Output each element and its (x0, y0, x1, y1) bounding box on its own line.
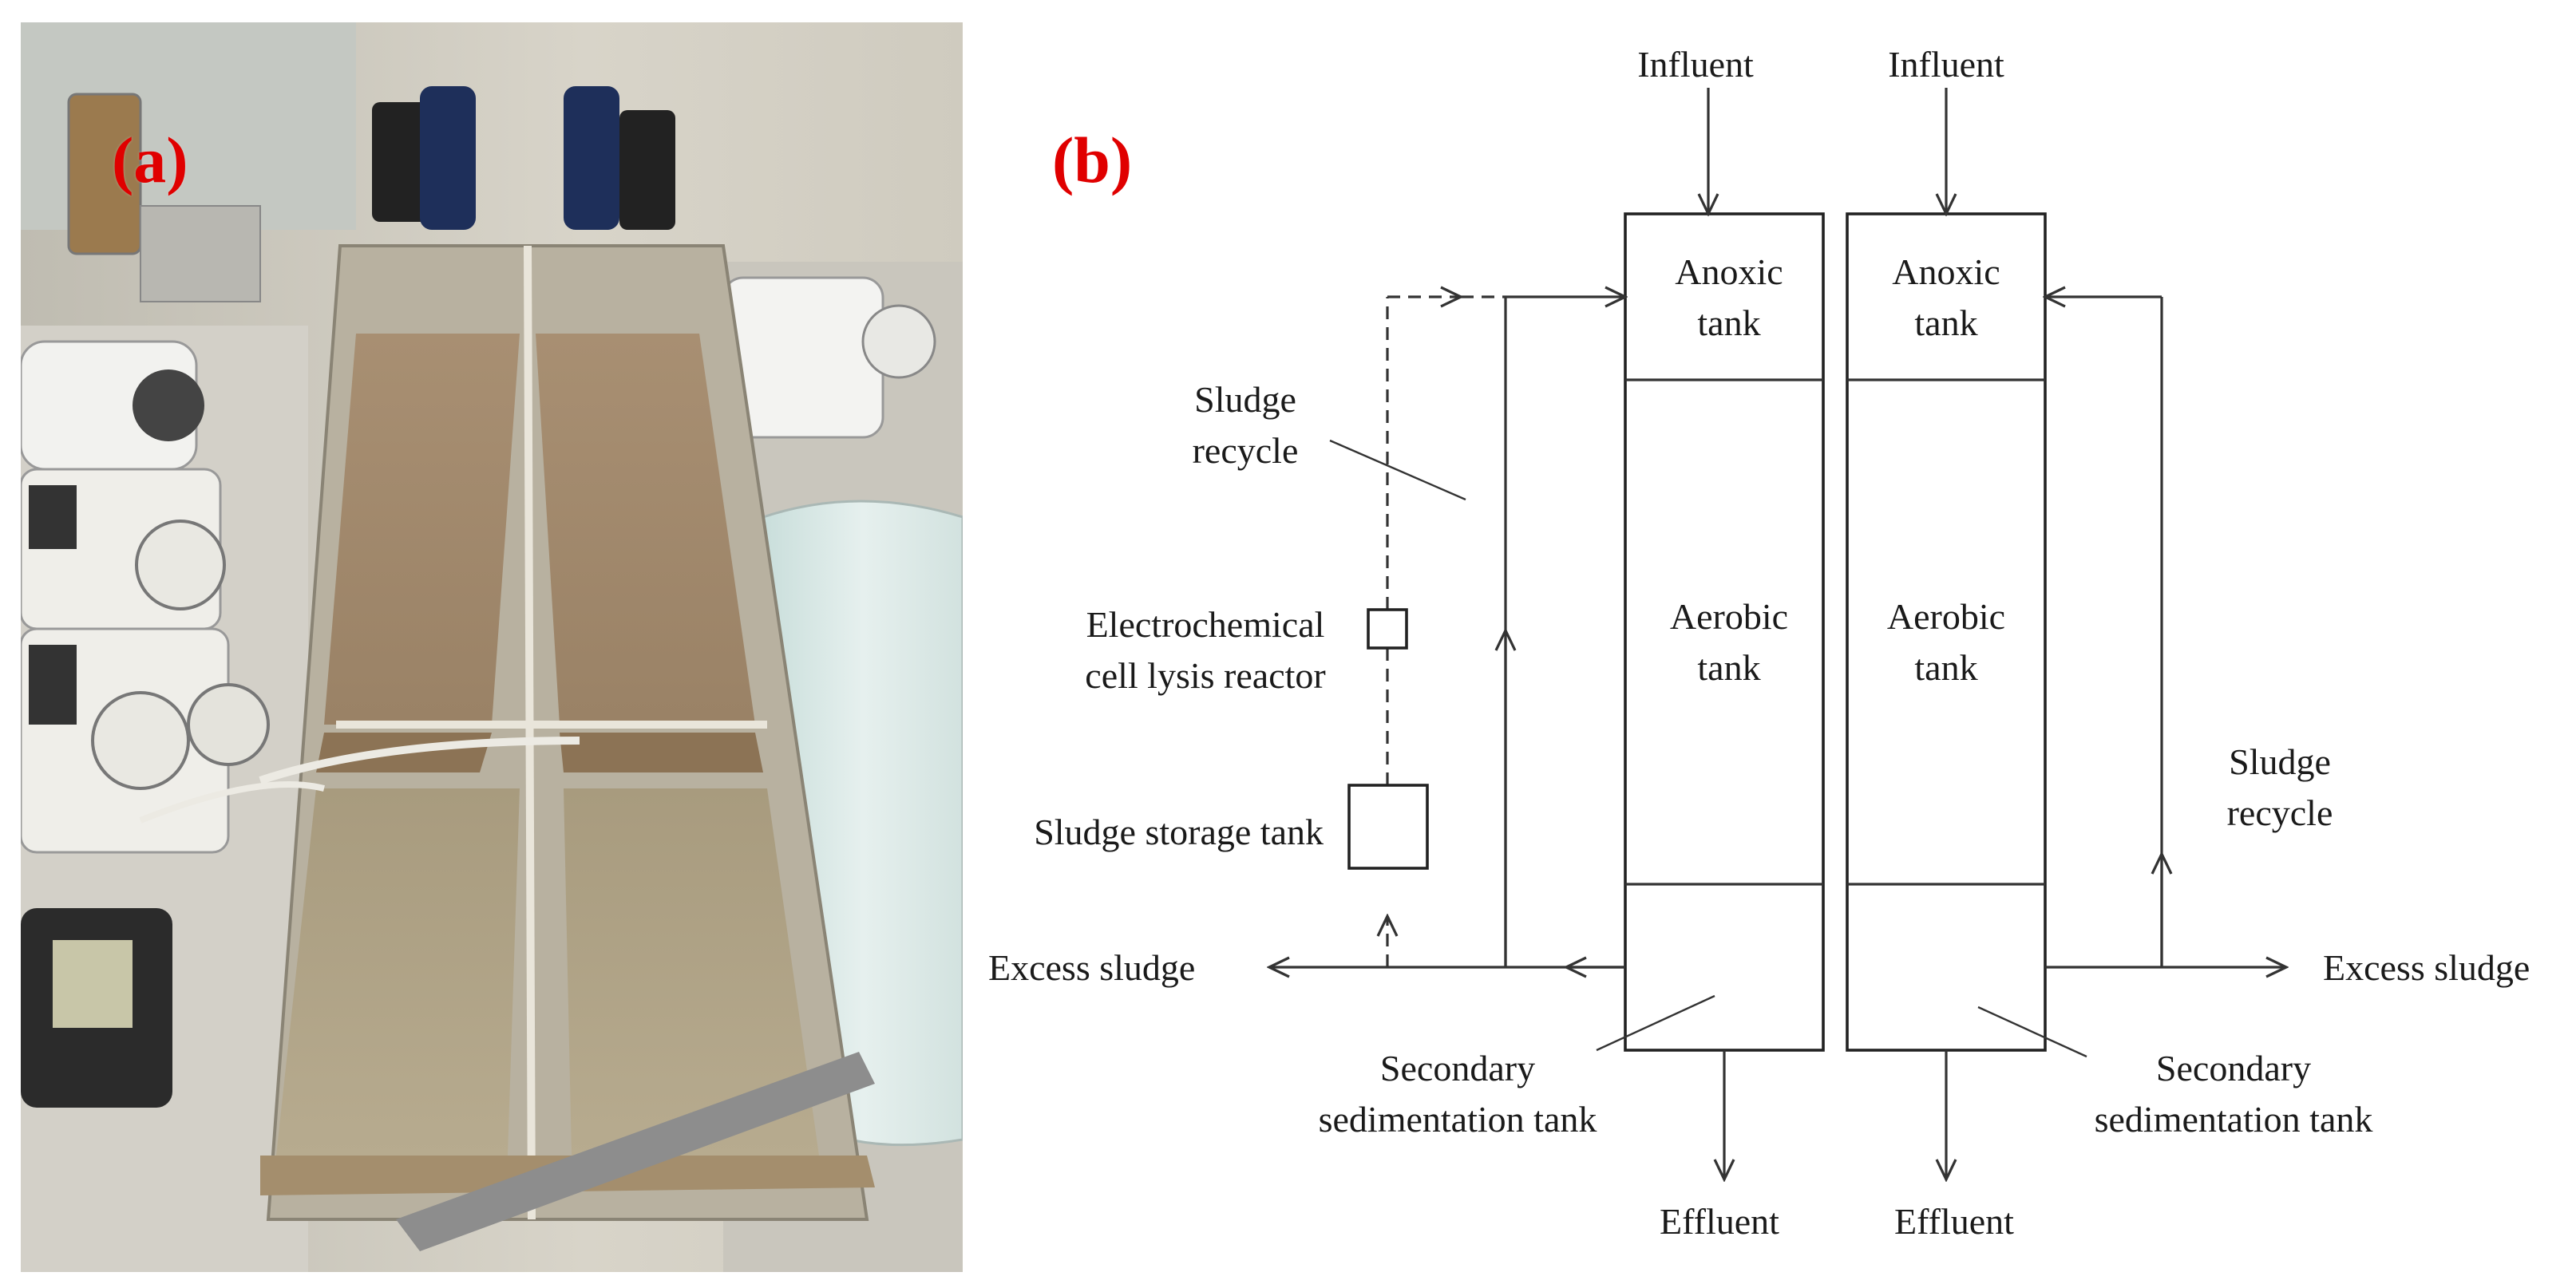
diagram-svg: Influent Influent Anoxic tank Anoxic tan… (988, 44, 2530, 1242)
right-secondary-pointer (1977, 1005, 2087, 1058)
left-aerobic-label-2: tank (1697, 647, 1760, 688)
panel-label-b: (b) (1052, 124, 1133, 196)
left-aerobic-label-1: Aerobic (1670, 596, 1788, 637)
right-anoxic-label-2: tank (1914, 302, 1977, 343)
right-anoxic-label-1: Anoxic (1892, 251, 2000, 292)
right-secondary-label-1: Secondary (2156, 1048, 2311, 1088)
sludge-storage-box (1347, 784, 1429, 870)
lab-photo (21, 22, 963, 1272)
electrochemical-reactor-box (1367, 608, 1408, 650)
left-secondary-label-2: sedimentation tank (1319, 1099, 1597, 1140)
left-secondary-pointer (1596, 994, 1715, 1052)
right-influent-label: Influent (1888, 44, 2004, 85)
electrochemical-label-2: cell lysis reactor (1085, 655, 1325, 696)
left-reactor-outline (1624, 212, 1825, 1052)
recycle-pointer-line (1329, 439, 1466, 501)
left-anoxic-label-1: Anoxic (1675, 251, 1783, 292)
right-recycle-label-1: Sludge (2229, 741, 2331, 782)
right-aerobic-label-2: tank (1914, 647, 1977, 688)
right-aerobic-label-1: Aerobic (1887, 596, 2005, 637)
left-recycle-label-2: recycle (1193, 430, 1299, 471)
sludge-storage-label: Sludge storage tank (1034, 812, 1324, 852)
left-reactor (1624, 212, 1825, 1052)
left-influent-label: Influent (1637, 44, 1754, 85)
left-effluent-label: Effluent (1660, 1201, 1779, 1242)
right-recycle-label-2: recycle (2227, 792, 2333, 833)
right-reactor-outline (1846, 212, 2047, 1052)
left-recycle-label-1: Sludge (1194, 379, 1296, 420)
right-secondary-label-2: sedimentation tank (2095, 1099, 2373, 1140)
photo-illustration (21, 22, 963, 1272)
left-excess-label: Excess sludge (988, 947, 1195, 988)
left-secondary-label-1: Secondary (1380, 1048, 1535, 1088)
process-diagram: Influent Influent Anoxic tank Anoxic tan… (963, 0, 2576, 1284)
right-reactor (1846, 212, 2047, 1052)
right-excess-label: Excess sludge (2323, 947, 2530, 988)
left-anoxic-label-2: tank (1697, 302, 1760, 343)
electrochemical-label-1: Electrochemical (1086, 604, 1325, 645)
panel-label-a: (a) (112, 124, 188, 196)
right-effluent-label: Effluent (1894, 1201, 2014, 1242)
